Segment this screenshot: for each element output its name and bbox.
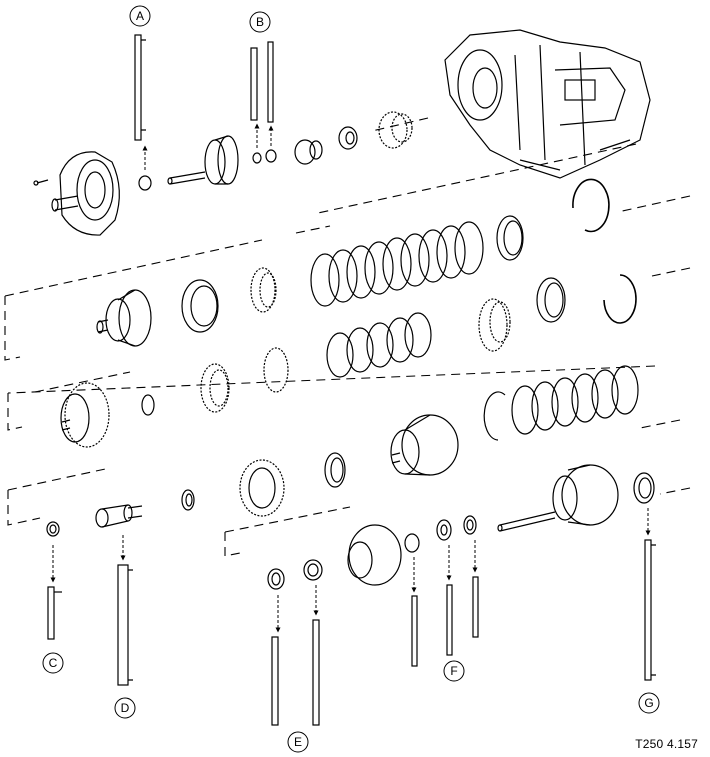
washer-r2 — [141, 394, 155, 416]
gauge-a — [134, 34, 146, 141]
transmission-case — [444, 29, 651, 179]
clutch-hub-small — [378, 111, 413, 149]
washer-b1 — [252, 152, 262, 164]
clutch-hub-r1 — [250, 267, 277, 313]
gauge-e1 — [271, 636, 279, 726]
svg-text:G: G — [644, 696, 653, 710]
ring-r4 — [633, 472, 655, 504]
svg-text:A: A — [136, 9, 144, 23]
figure-code: T250 4.157 — [635, 737, 698, 751]
planetary-drum — [390, 414, 459, 476]
ring-r2c — [200, 363, 230, 413]
arrows — [50, 123, 651, 633]
ring-r1 — [496, 215, 524, 261]
clutch-plates-row1 — [310, 221, 484, 307]
callout-a: A — [129, 5, 151, 27]
gauge-g — [644, 539, 656, 681]
ring-r3a — [324, 452, 346, 488]
gauge-e2 — [312, 619, 320, 726]
gauge-c — [47, 586, 62, 640]
bearing-ring — [338, 126, 358, 150]
ring-gear-drum — [497, 464, 619, 532]
direct-clutch-drum-inner — [60, 393, 90, 443]
ring-r2a — [536, 277, 566, 323]
callout-d: D — [114, 697, 136, 719]
bushing-r3 — [181, 489, 195, 511]
gauge-f — [411, 576, 479, 667]
washer-a — [138, 175, 152, 191]
forward-clutch-drum — [96, 289, 152, 347]
pump-bolt — [33, 179, 49, 186]
callout-e: E — [287, 731, 309, 753]
clutch-plates-row2 — [326, 312, 432, 378]
washer-b2 — [265, 149, 277, 163]
callout-f: F — [443, 660, 465, 682]
washers-f — [404, 515, 477, 553]
one-way-clutch-inner — [248, 467, 276, 509]
ring-r1b — [181, 279, 219, 333]
output-pinion-d — [95, 504, 143, 528]
washers-e — [267, 559, 323, 590]
oil-pump-assembly — [51, 151, 120, 236]
gauge-d — [117, 564, 133, 686]
svg-text:C: C — [49, 656, 58, 670]
sun-gear-planet — [347, 524, 402, 586]
direct-clutch-drum — [64, 382, 110, 448]
svg-text:B: B — [256, 15, 264, 29]
gauge-b1 — [250, 47, 258, 121]
ring-r2b — [263, 347, 289, 393]
one-way-clutch — [239, 459, 285, 517]
svg-text:E: E — [294, 735, 302, 749]
callout-c: C — [42, 652, 64, 674]
dashed-axis-lines — [4, 117, 691, 557]
clutch-plates-row3 — [483, 365, 639, 441]
svg-text:D: D — [121, 701, 130, 715]
hub-r2 — [478, 298, 511, 352]
svg-text:F: F — [450, 664, 457, 678]
washer-c-part — [46, 521, 60, 537]
small-gear — [294, 139, 323, 165]
callout-g: G — [638, 692, 660, 714]
callout-b: B — [249, 11, 271, 33]
input-shaft-drum — [167, 135, 239, 185]
gauge-b2 — [267, 41, 274, 123]
snap-ring-large — [572, 178, 610, 233]
snap-ring-r2 — [603, 274, 637, 324]
